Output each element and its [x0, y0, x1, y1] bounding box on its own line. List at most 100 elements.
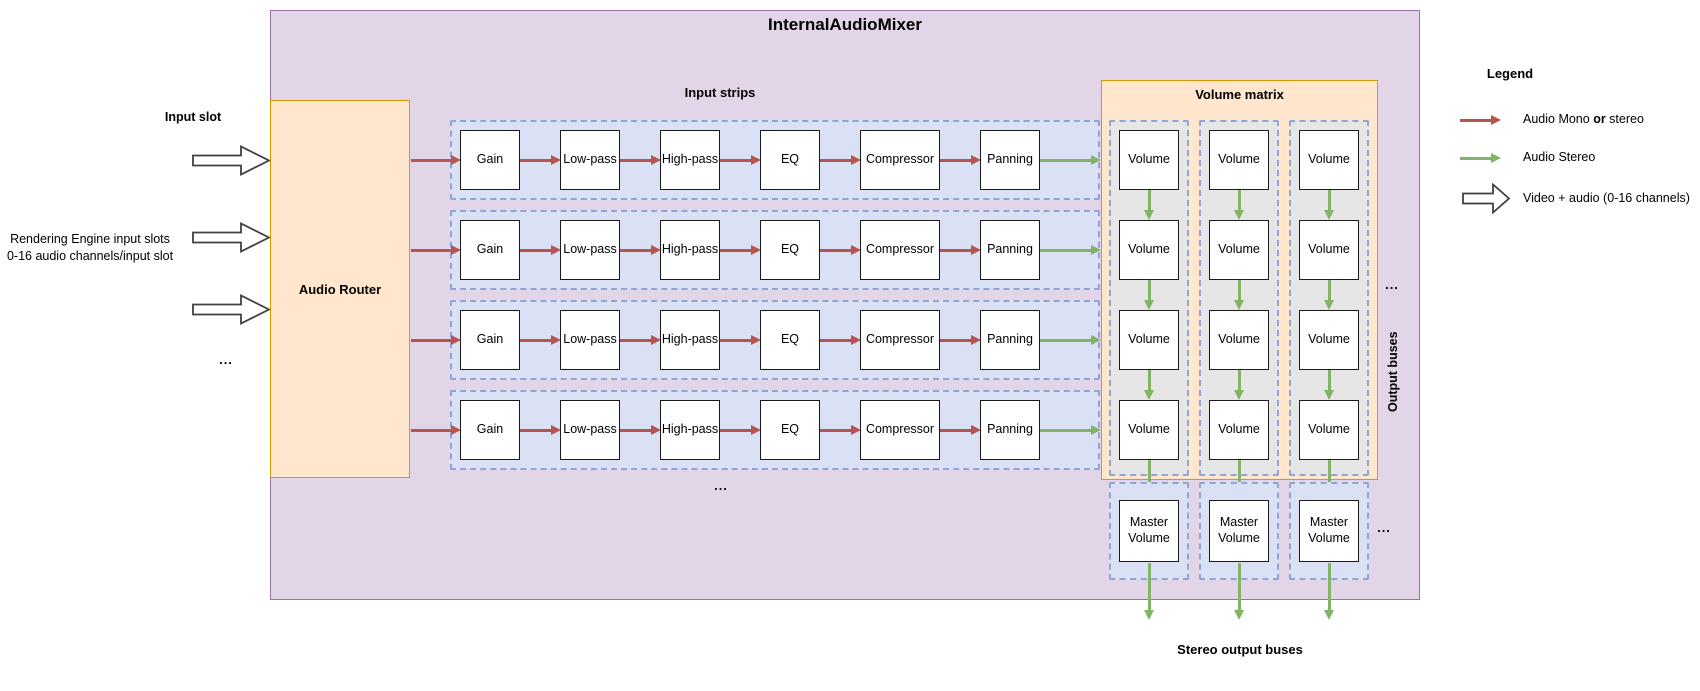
legend-stereo-arrow-icon [1460, 152, 1501, 163]
audio-mono-arrow [940, 154, 981, 165]
audio-mono-arrow [520, 154, 561, 165]
gain-node: Gain [460, 310, 520, 370]
volume-node: Volume [1119, 310, 1179, 370]
legend-mono-label-pre: Audio Mono [1523, 112, 1594, 126]
volume-node: Volume [1209, 130, 1269, 190]
rendering-engine-label-line1: Rendering Engine input slots [10, 232, 170, 246]
eq-node: EQ [760, 400, 820, 460]
video-audio-input-arrow-icon [192, 145, 271, 176]
audio-stereo-arrow [1040, 244, 1101, 255]
eq-node: EQ [760, 310, 820, 370]
master-volume-node: Master Volume [1209, 500, 1269, 562]
audio-stereo-arrow [1144, 190, 1154, 220]
high-pass-node: High-pass [660, 130, 720, 190]
low-pass-node: Low-pass [560, 130, 620, 190]
volume-node: Volume [1119, 220, 1179, 280]
gain-node: Gain [460, 400, 520, 460]
audio-stereo-arrow [1040, 424, 1101, 435]
strips-more-ellipsis: ... [714, 478, 728, 493]
audio-stereo-arrow [1324, 370, 1334, 400]
legend-title: Legend [1486, 66, 1534, 81]
input-strips-label: Input strips [684, 85, 756, 100]
audio-mono-arrow [720, 334, 761, 345]
video-audio-input-arrow-icon [192, 222, 271, 253]
audio-mono-arrow [720, 154, 761, 165]
diagram-title: InternalAudioMixer [768, 15, 922, 34]
output-buses-ellipsis: ... [1385, 277, 1399, 292]
audio-mono-arrow [620, 424, 661, 435]
audio-stereo-arrow [1234, 280, 1244, 310]
audio-stereo-arrow [1040, 334, 1101, 345]
rendering-engine-label-line2: 0-16 audio channels/input slot [6, 249, 174, 263]
stereo-output-buses-label: Stereo output buses [1177, 642, 1303, 657]
legend-video-arrow-icon [1462, 183, 1511, 214]
high-pass-node: High-pass [660, 400, 720, 460]
audio-mono-arrow [620, 334, 661, 345]
legend-video-label: Video + audio (0-16 channels) [1523, 191, 1690, 205]
audio-mono-arrow [940, 334, 981, 345]
stereo-output-arrow [1144, 563, 1154, 620]
volume-node: Volume [1299, 130, 1359, 190]
legend-mono-arrow-icon [1460, 114, 1501, 125]
stereo-output-arrow [1234, 563, 1244, 620]
gain-node: Gain [460, 220, 520, 280]
compressor-node: Compressor [860, 220, 940, 280]
high-pass-node: High-pass [660, 310, 720, 370]
rendering-engine-label: Rendering Engine input slots 0-16 audio … [5, 231, 175, 265]
output-buses-label: Output buses [1386, 331, 1400, 413]
low-pass-node: Low-pass [560, 310, 620, 370]
audio-mono-arrow [411, 424, 461, 435]
compressor-node: Compressor [860, 400, 940, 460]
volume-node: Volume [1299, 400, 1359, 460]
compressor-node: Compressor [860, 130, 940, 190]
audio-router-node: Audio Router [270, 100, 410, 478]
legend-mono-label: Audio Mono or stereo [1523, 112, 1644, 126]
audio-mono-arrow [820, 244, 861, 255]
audio-stereo-arrow [1144, 370, 1154, 400]
master-volume-node: Master Volume [1119, 500, 1179, 562]
audio-mono-arrow [620, 244, 661, 255]
volume-node: Volume [1209, 220, 1269, 280]
audio-mono-arrow [720, 424, 761, 435]
high-pass-node: High-pass [660, 220, 720, 280]
eq-node: EQ [760, 220, 820, 280]
audio-mono-arrow [411, 244, 461, 255]
audio-mono-arrow [720, 244, 761, 255]
input-slot-label: Input slot [164, 110, 222, 124]
low-pass-node: Low-pass [560, 220, 620, 280]
audio-mono-arrow [520, 244, 561, 255]
audio-mono-arrow [940, 244, 981, 255]
eq-node: EQ [760, 130, 820, 190]
audio-mono-arrow [620, 154, 661, 165]
master-more-ellipsis: ... [1377, 520, 1391, 535]
stereo-output-arrow [1324, 563, 1334, 620]
volume-node: Volume [1209, 400, 1269, 460]
audio-stereo-arrow [1234, 370, 1244, 400]
compressor-node: Compressor [860, 310, 940, 370]
legend-mono-label-post: stereo [1605, 112, 1644, 126]
audio-stereo-arrow [1324, 280, 1334, 310]
legend-mono-label-or: or [1593, 112, 1606, 126]
video-audio-input-arrow-icon [192, 294, 271, 325]
inputs-more-ellipsis: ... [219, 352, 233, 367]
audio-router-label: Audio Router [298, 281, 382, 297]
master-volume-node: Master Volume [1299, 500, 1359, 562]
audio-mono-arrow [820, 154, 861, 165]
volume-node: Volume [1119, 130, 1179, 190]
audio-mono-arrow [820, 334, 861, 345]
legend-stereo-label: Audio Stereo [1523, 150, 1596, 164]
volume-node: Volume [1119, 400, 1179, 460]
audio-stereo-arrow [1234, 190, 1244, 220]
panning-node: Panning [980, 400, 1040, 460]
gain-node: Gain [460, 130, 520, 190]
panning-node: Panning [980, 130, 1040, 190]
audio-mono-arrow [820, 424, 861, 435]
audio-stereo-arrow [1324, 190, 1334, 220]
audio-stereo-arrow [1040, 154, 1101, 165]
volume-node: Volume [1299, 310, 1359, 370]
volume-node: Volume [1299, 220, 1359, 280]
audio-mono-arrow [411, 154, 461, 165]
audio-mono-arrow [940, 424, 981, 435]
panning-node: Panning [980, 310, 1040, 370]
